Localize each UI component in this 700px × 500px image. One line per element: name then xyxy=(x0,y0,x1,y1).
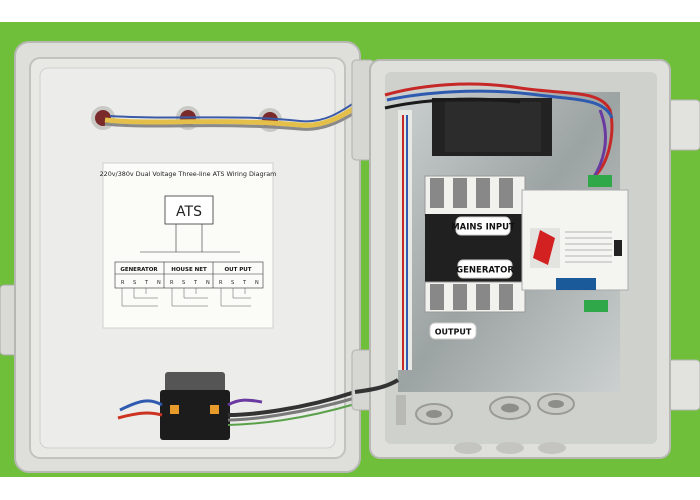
svg-text:S: S xyxy=(231,280,234,286)
label-mains-input: MAINS INPUT xyxy=(451,216,515,236)
svg-text:R: R xyxy=(170,280,174,286)
wire-red-top xyxy=(384,82,614,177)
relay-top xyxy=(165,372,225,394)
ats-box xyxy=(164,195,214,225)
wire-duct xyxy=(398,110,412,370)
svg-text:R: R xyxy=(121,280,125,286)
svg-text:S: S xyxy=(182,280,185,286)
output-text: OUTPUT xyxy=(435,328,472,337)
door-top-cable xyxy=(104,92,377,128)
label-output: OUTPUT xyxy=(429,322,477,340)
box-mount-tab-top xyxy=(667,99,700,151)
ats-label: ATS xyxy=(176,204,202,220)
label-generator: GENERATOR xyxy=(456,259,514,279)
terminal-block-top xyxy=(588,175,612,187)
svg-text:T: T xyxy=(193,280,198,286)
diagram-terminal-letters: R S T N R S T N R S T N xyxy=(121,280,259,286)
diagram-section-output: OUT PUT xyxy=(224,267,251,273)
ats-red-handle xyxy=(533,230,555,265)
svg-text:N: N xyxy=(157,280,161,286)
svg-text:T: T xyxy=(242,280,247,286)
diagram-section-house-net: HOUSE NET xyxy=(171,267,207,273)
mains-input-text: MAINS INPUT xyxy=(451,223,515,233)
svg-text:R: R xyxy=(219,280,223,286)
diagram-section-generator: GENERATOR xyxy=(120,267,158,273)
svg-text:N: N xyxy=(255,280,259,286)
diagram-title: 220v/380v Dual Voltage Three-line ATS Wi… xyxy=(100,170,277,178)
enclosure-door: 220v/380v Dual Voltage Three-line ATS Wi… xyxy=(0,41,378,473)
terminal-block-diagram xyxy=(114,261,264,289)
generator-text: GENERATOR xyxy=(456,266,514,276)
terminal-block-bottom xyxy=(584,300,608,312)
svg-text:T: T xyxy=(144,280,149,286)
relay-body xyxy=(160,390,230,440)
svg-text:S: S xyxy=(133,280,136,286)
svg-text:N: N xyxy=(206,280,210,286)
box-mount-tab-bottom xyxy=(667,359,700,411)
bottom-glands xyxy=(415,393,575,454)
enclosure-box: MAINS INPUT GENERATOR OUTPUT xyxy=(354,59,700,459)
wire-blue-top xyxy=(386,89,614,119)
wiring-diagram-sheet xyxy=(102,162,274,329)
